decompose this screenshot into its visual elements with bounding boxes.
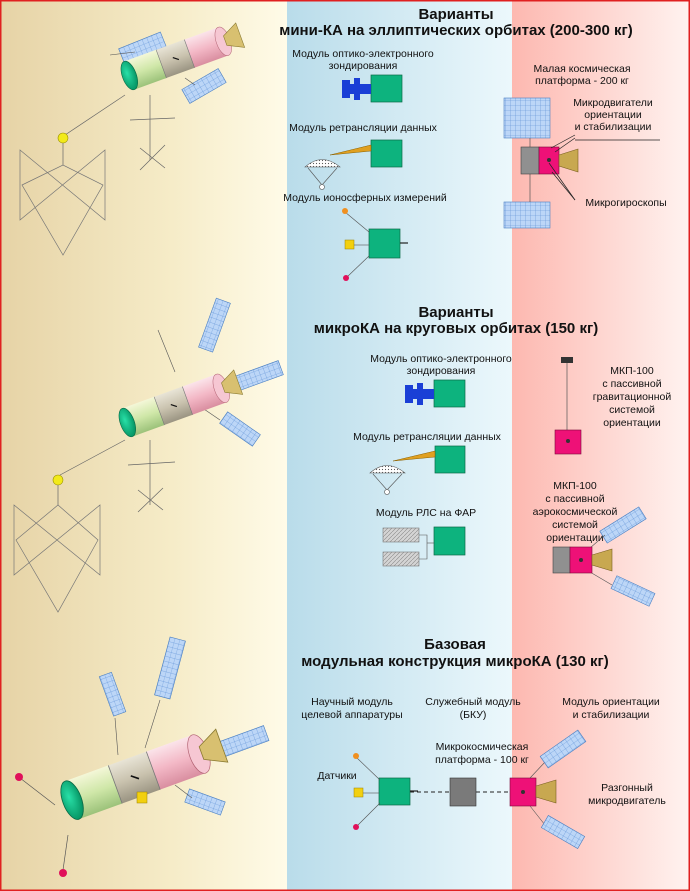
s2-radar-label: Модуль РЛС на ФАР <box>376 507 476 519</box>
s2-gravity-label-1: МКП-100 <box>610 365 654 377</box>
s1-platform-label-1: Малая космическая <box>533 63 630 75</box>
s2-aero-label-4: системой <box>552 519 598 531</box>
s2-gravity-label-4: системой <box>609 404 655 416</box>
s3-platform-label-2: платформа - 100 кг <box>435 754 529 766</box>
satellite-3-illustration <box>15 636 270 877</box>
satellite-2-illustration <box>13 297 284 613</box>
s1-thrusters-label-1: Микродвигатели <box>573 97 653 109</box>
s2-gravity-label-2: с пассивной <box>602 378 661 390</box>
s3-title-2: модульная конструкция микроКА (130 кг) <box>301 653 608 670</box>
s1-thrusters-label-3: и стабилизации <box>575 121 652 133</box>
s3-attitude-label-2: и стабилизации <box>573 709 650 721</box>
s2-optical-label-1: Модуль оптико-электронного <box>370 353 512 365</box>
s1-relay-module <box>304 139 403 190</box>
s1-title-2: мини-КА на эллиптических орбитах (200-30… <box>279 22 633 39</box>
s3-attitude-label-1: Модуль ориентации <box>562 696 660 708</box>
s3-service-label-1: Служебный модуль <box>425 696 521 708</box>
s3-booster-label-1: Разгонный <box>601 782 653 794</box>
s2-optical-label-2: зондирования <box>407 365 476 377</box>
s2-title-2: микроКА на круговых орбитах (150 кг) <box>314 320 598 337</box>
s1-gyros-label: Микрогироскопы <box>585 197 666 209</box>
s3-science-label-1: Научный модуль <box>311 696 393 708</box>
s2-gravity-label-5: ориентации <box>603 417 661 429</box>
s1-platform-diagram <box>503 97 660 229</box>
s1-optical-module <box>342 74 403 103</box>
s1-thrusters-label-2: ориентации <box>584 109 642 121</box>
s3-title-1: Базовая <box>424 636 486 653</box>
satellite-1-illustration <box>19 20 246 256</box>
s1-optical-label-1: Модуль оптико-электронного <box>292 48 434 60</box>
s3-science-label-2: целевой аппаратуры <box>301 709 402 721</box>
s3-platform-label-1: Микрокосмическая <box>436 741 529 753</box>
s3-booster-label-2: микродвигатель <box>588 795 666 807</box>
s2-aero-label-5: ориентации <box>546 532 604 544</box>
s2-aero-label-3: аэрокосмической <box>533 506 618 518</box>
s3-service-label-2: (БКУ) <box>460 709 487 721</box>
s2-relay-label: Модуль ретрансляции данных <box>353 431 502 443</box>
s2-title-1: Варианты <box>418 304 493 321</box>
s1-iono-label: Модуль ионосферных измерений <box>283 192 447 204</box>
s1-title-1: Варианты <box>418 6 493 23</box>
s2-gravity-label-3: гравитационной <box>593 391 672 403</box>
s2-relay-module <box>369 445 466 495</box>
s1-optical-label-2: зондирования <box>329 60 398 72</box>
s1-platform-label-2: платформа - 200 кг <box>535 75 629 87</box>
s2-optical-module <box>405 379 466 408</box>
s2-aero-label-1: МКП-100 <box>553 480 597 492</box>
s1-iono-module <box>342 208 408 281</box>
s1-relay-label: Модуль ретрансляции данных <box>289 122 438 134</box>
s2-radar-module <box>382 526 466 567</box>
s2-mkp-aero-diagram <box>552 506 656 607</box>
s3-modular-chain <box>353 729 587 849</box>
s2-mkp-gravity-diagram <box>554 357 582 455</box>
s2-aero-label-2: с пассивной <box>545 493 604 505</box>
s3-sensors-label: Датчики <box>317 770 356 782</box>
